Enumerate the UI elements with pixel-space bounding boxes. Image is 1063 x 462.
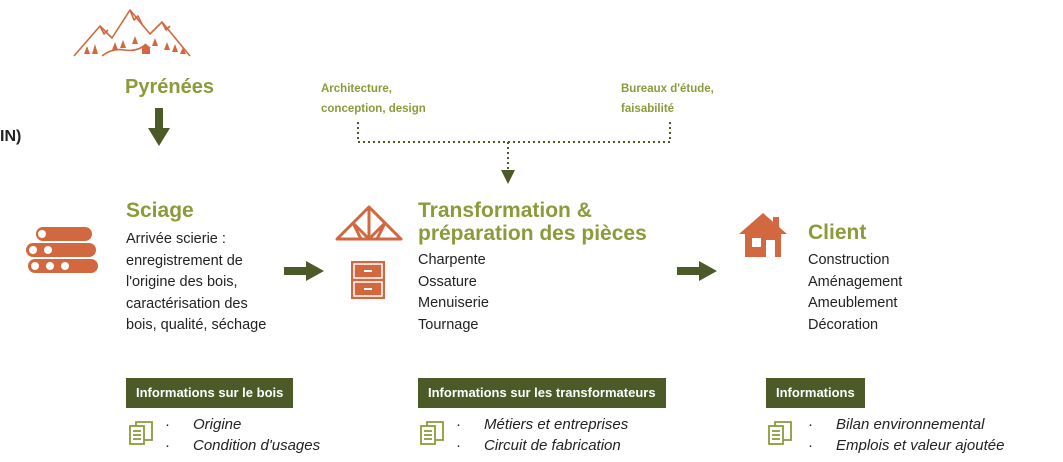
stage-title-transformation: Transformation & préparation des pièces — [418, 199, 647, 245]
info-box-bois: Informations sur le bois — [126, 378, 294, 408]
info-list-client: ·Bilan environnemental ·Emplois et valeu… — [808, 414, 1058, 456]
advisor-left-label: Architecture, conception, design — [321, 83, 426, 115]
list-item: ·Bilan environnemental — [808, 416, 985, 433]
list-item: ·Condition d'usages — [165, 437, 321, 454]
down-arrow-icon — [148, 108, 170, 146]
mountains-icon — [73, 9, 191, 57]
stage-text-sciage: Arrivée scierie : enregistrement de l'or… — [126, 231, 267, 333]
list-item: ·Origine — [165, 416, 242, 433]
stage-title-client: Client — [808, 221, 867, 244]
cut-off-label: IN) — [0, 128, 22, 145]
stage-title-sciage: Sciage — [126, 199, 194, 222]
flow-arrow-2 — [677, 261, 717, 281]
drawer-cabinet-icon — [351, 261, 385, 299]
list-item: ·Circuit de fabrication — [456, 437, 621, 454]
roof-truss-icon — [335, 205, 403, 241]
flow-arrow-1 — [284, 261, 324, 281]
house-icon — [739, 213, 787, 257]
list-item: ·Emplois et valeur ajoutée — [808, 437, 1005, 454]
advisors-connector — [357, 122, 671, 184]
stage-text-client: Construction Aménagement Ameublement Déc… — [808, 252, 903, 333]
source-title: Pyrénées — [125, 76, 214, 98]
info-box-client: Informations — [766, 378, 865, 408]
document-icon — [768, 421, 792, 445]
document-icon — [129, 421, 153, 445]
document-icon — [420, 421, 444, 445]
info-list-transformateurs: ·Métiers et entreprises ·Circuit de fabr… — [456, 414, 696, 456]
info-list-bois: ·Origine ·Condition d'usages — [165, 414, 365, 456]
stage-text-transformation: Charpente Ossature Menuiserie Tournage — [418, 252, 489, 333]
logs-icon — [26, 227, 98, 273]
list-item: ·Métiers et entreprises — [456, 416, 629, 433]
advisor-right-label: Bureaux d'étude, faisabilité — [621, 83, 714, 115]
info-box-transformateurs: Informations sur les transformateurs — [418, 378, 666, 408]
